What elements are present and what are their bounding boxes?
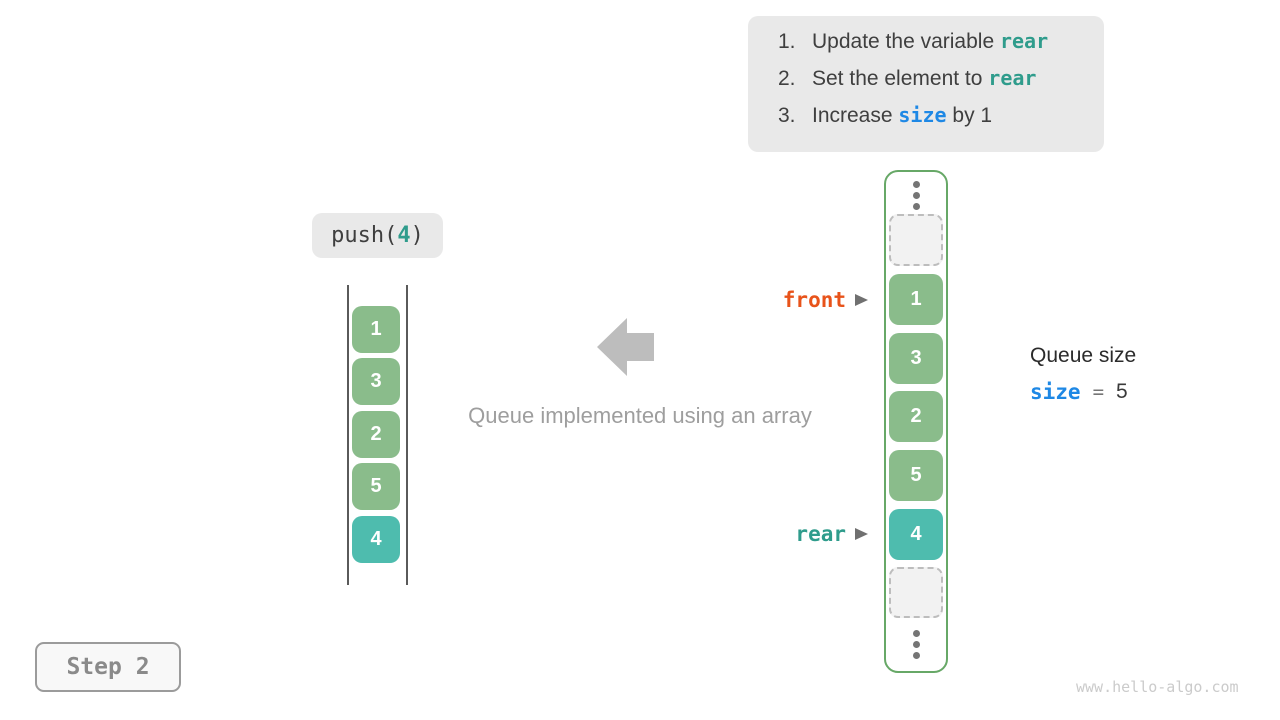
array-cell: 3 <box>889 333 943 384</box>
array-cell: 1 <box>889 274 943 325</box>
step-number: 2. <box>778 67 796 90</box>
code-rear: rear <box>988 66 1037 90</box>
array-cell: 5 <box>889 450 943 501</box>
array-cell: 2 <box>889 391 943 442</box>
ellipsis-icon <box>889 627 943 661</box>
array-cell-empty <box>889 567 943 618</box>
steps-box: 1. Update the variable rear 2. Set the ele… <box>748 16 1104 152</box>
step-text: Update the variable <box>812 30 1000 53</box>
front-label: front <box>782 288 846 312</box>
queue-cell: 4 <box>352 516 400 563</box>
operation-fn: push( <box>331 223 398 248</box>
dot <box>912 651 920 659</box>
queue-cell: 1 <box>352 306 400 353</box>
rear-label: rear <box>795 522 846 546</box>
size-value: 5 <box>1116 380 1128 403</box>
array-cell-empty <box>889 214 943 266</box>
ellipsis-icon <box>889 178 943 212</box>
abstract-queue-rails <box>347 285 408 585</box>
front-pointer: front <box>748 288 868 312</box>
code-rear: rear <box>999 29 1049 53</box>
queue-cell: 2 <box>352 411 400 458</box>
queue-cell: 3 <box>352 358 400 405</box>
pointer-arrow-icon <box>855 528 868 540</box>
step-number: 1. <box>778 30 796 53</box>
dot <box>912 629 920 637</box>
caption: Queue implemented using an array <box>468 403 812 428</box>
operation-label: push(4) <box>312 213 443 258</box>
step-text: Set the element to <box>812 67 989 90</box>
dot <box>912 180 920 188</box>
step-item-2: 2. Set the element to rear <box>778 66 1104 103</box>
left-arrow-icon <box>597 318 654 376</box>
dot <box>912 640 920 648</box>
step-badge: Step 2 <box>35 642 181 692</box>
equals-sign: = <box>1092 381 1105 403</box>
step-text: by 1 <box>946 104 993 127</box>
operation-arg: 4 <box>397 223 411 248</box>
step-number: 3. <box>778 104 796 127</box>
dot <box>912 202 920 210</box>
watermark: www.hello-algo.com <box>1076 678 1239 696</box>
rear-pointer: rear <box>748 522 868 546</box>
operation-close: ) <box>410 223 424 248</box>
size-variable: size <box>1030 380 1081 404</box>
step-item-1: 1. Update the variable rear <box>778 29 1104 66</box>
dot <box>912 191 920 199</box>
pointer-arrow-icon <box>855 294 868 306</box>
step-item-3: 3. Increase size by 1 <box>778 103 1104 140</box>
queue-size-title: Queue size <box>1030 344 1137 367</box>
step-text: Increase <box>812 104 899 127</box>
queue-size-value-line: size = 5 <box>1030 380 1128 404</box>
array-cell: 4 <box>889 509 943 560</box>
queue-cell: 5 <box>352 463 400 510</box>
code-size: size <box>898 103 947 127</box>
